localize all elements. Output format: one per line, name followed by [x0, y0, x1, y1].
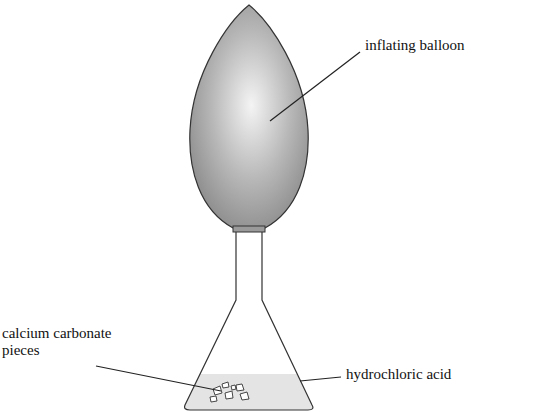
conical-flask: [185, 232, 313, 410]
part-label: calcium carbonate pieces: [2, 325, 124, 359]
leader-line: [270, 52, 360, 121]
balloon-neck: [233, 226, 265, 232]
balloon: [190, 5, 308, 228]
calcium-carbonate-pieces: [210, 382, 249, 402]
leader-lines: [96, 52, 360, 391]
part-label: inflating balloon: [365, 37, 535, 54]
leader-line: [300, 377, 341, 381]
acid: [185, 374, 313, 410]
part-label: hydrochloric acid: [346, 366, 516, 383]
leader-line: [96, 366, 221, 391]
